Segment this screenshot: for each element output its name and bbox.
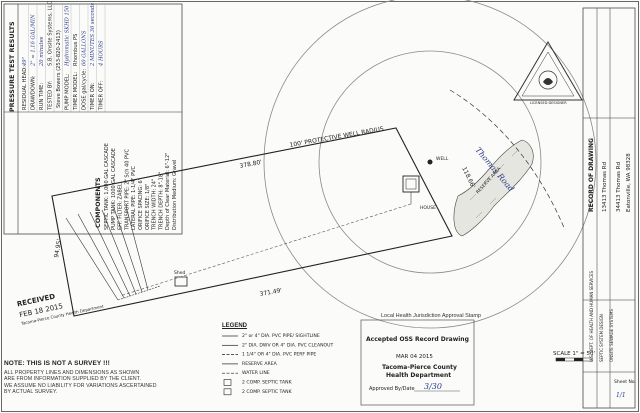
record-address-2: 34413 Thomas Rd [616,162,622,212]
title-line-2: SEPTIC SYSTEM DESIGN [599,314,604,362]
seal-label: LICENSED DESIGNER [530,101,567,105]
record-title: RECORD OF DRAWING [588,138,595,212]
approved-by-value: 3/30 [424,382,442,391]
survey-note-line: ARE FROM INFORMATION SUPPLIED BY THE CLI… [4,376,141,382]
septic-legend-icon [223,379,232,386]
dimension-left: 94.95' [53,238,63,258]
house-label: HOUSE [420,205,436,211]
scale-bar: SCALE 1" = 50' [553,351,595,362]
pressure-test-value: Steve Bowers (253-820-2413) [56,30,62,108]
pressure-test-row: DOSE gal/cycle: 60 GALLONS [82,30,88,110]
approval-stamp: Accepted OSS Record Drawing MAR 04 2015 … [360,319,475,406]
pressure-test-label: TESTED BY: [48,80,54,111]
approved-by-label: Approved By/Date [369,386,415,392]
component-row: SEPTIC TANK: 1,000 GAL CASCADE [104,143,110,230]
record-address-3: Eatonville, WA 98328 [626,153,632,212]
survey-note-line: WE ASSUME NO LIABILITY FOR VARIATIONS AS… [4,382,157,389]
property-boundary [51,127,453,317]
components-title: COMPONENTS [94,177,102,228]
pressure-test-label: DOSE gal/cycle: [82,69,88,110]
pressure-test-label: TIMER OFF: [99,81,105,111]
shed-label: Shed [174,270,185,276]
component-row: ORIFICE SIZE: 1/8" [145,184,151,230]
survey-note-title: NOTE: THIS IS NOT A SURVEY !!! [4,360,110,367]
well-radius-label: 100' PROTECTIVE WELL RADIUS [289,125,384,148]
legend-label: 1 1/4" OR 4" DIA. PVC PERF PIPE [242,352,316,358]
legend-title: LEGEND [222,323,248,329]
component-row: EFF. FILTER: ZABEL [118,183,124,230]
pressure-test-value: 2 MINUTES 36 seconds [90,3,96,67]
component-row: Depth of Clear Material: 6"-12" [165,153,171,230]
dimension-bottom: 371.49' [259,287,283,298]
legend-label: WATER LINE [242,370,270,376]
dimension-top: 378.80' [239,159,263,170]
pressure-test-value: 20 minutes [39,36,45,67]
approval-caption: Local Health Jurisdiction Approval Stamp [381,313,481,319]
well [427,159,433,165]
approval-title: Accepted OSS Record Drawing [366,336,469,343]
pumptank-legend-icon [223,388,232,396]
house [402,175,420,204]
well-radius [263,0,597,329]
pressure-test-row: TESTED BY: S.B. Onsite Systems, LLC [48,1,54,111]
legend-label: 2 COMP. SEPTIC TANK [242,380,293,386]
pressure-test-row: DRAWDOWN: 2" = 1.16 GAL/MIN [31,14,37,110]
legend-label: RESERVE AREA [242,361,278,367]
pressure-test-label: DRAWDOWN: [31,75,37,110]
approval-date: MAR 04 2015 [396,354,433,360]
reserve-area [453,139,534,237]
pressure-test-row: Steve Bowers (253-820-2413) [56,30,62,108]
survey-note-line: BY ACTUAL SURVEY. [4,389,58,395]
pressure-test-label: TIMER ON: [90,82,96,111]
drainfield-laterals [65,203,412,301]
well-label: WELL [436,156,449,162]
dimension-right: 118.66' [460,166,476,190]
component-row: TRANSPORT PIPE: 2" Sch 40 PVC [124,149,130,231]
component-row: TRENCH DEPTH: 8"-18" [158,172,164,231]
pressure-test-label: PUMP MODEL: [65,73,71,110]
pressure-test-label: RESIDUAL HEAD: [22,66,28,110]
pressure-test-value: 60 GALLONS [82,30,88,66]
legend-label: 2 COMP. SEPTIC TANK [242,389,293,395]
title-block: RECORD OF DRAWING 13413 Thomas Rd 34413 … [582,7,636,409]
component-row: LATERAL PIPE: 1-1/4" PVC [131,165,137,230]
component-row: Distribution Medium: Gravel [172,160,178,230]
received-stamp: RECEIVED FEB 18 2015 Tacoma-Pierce Count… [16,293,104,327]
sheet-value: 1/1 [616,392,626,399]
legend: 2" or 4" DIA. PVC PIPE/ SIGHTLINE 2" DIA.… [222,333,333,396]
pressure-test-row: TIMER OFF: 4 HOURS [99,40,105,111]
pressure-test-row: RESIDUAL HEAD:49" [22,57,28,110]
pressure-test-value: Rhombus PS [73,34,79,66]
pressure-test-row: PUMP MODEL: Hydromatic SKHD 150 [65,5,71,110]
legend-label: 2" DIA. DWV OR 4" DIA. PVC CLEANOUT [242,342,333,348]
pressure-test-value: 49" [22,57,28,67]
pressure-test-row: RUN TIME: 20 minutes [39,36,45,110]
pressure-test-row: TIMER ON: 2 MINUTES 36 seconds [90,3,96,111]
designer-seal: LICENSED DESIGNER [513,41,583,105]
survey-note-line: ALL PROPERTY LINES AND DIMENSIONS AS SHO… [4,369,140,376]
survey-note: NOTE: THIS IS NOT A SURVEY !!! ALL PROPE… [4,360,204,396]
title-line-3: ONSITE SEWAGE SYSTEMS [609,309,614,362]
pressure-test-row: TIMER MODEL: Rhombus PS [73,34,79,111]
pressure-test-value: Hydromatic SKHD 150 [65,5,71,67]
pressure-test-label: TIMER MODEL: [73,72,79,111]
scale-label: SCALE 1" = 50' [553,351,595,357]
component-row: ORIFICE SPACING: 6' [138,179,144,230]
pressure-test-value: S.B. Onsite Systems, LLC [48,1,54,66]
title-line-1: U.S. DEPT. OF HEALTH AND HUMAN SERVICES [589,270,594,362]
pressure-test-label: RUN TIME: [39,83,45,110]
legend-label: 2" or 4" DIA. PVC PIPE/ SIGHTLINE [242,333,320,339]
thomas-road [449,89,566,231]
record-address-1: 13413 Thomas Rd [602,162,608,212]
component-row: PUMP TANK: 1000 GAL CASCADE [111,148,117,230]
pressure-test-value: 4 HOURS [99,40,105,67]
sheet-label: Sheet No. [614,379,636,385]
approval-org: Tacoma-Pierce County Health Department [382,364,459,379]
pressure-test-value: 2" = 1.16 GAL/MIN [31,14,37,67]
component-row: TRENCH WIDTH: 24" [152,179,158,231]
pressure-test-title: PRESSURE TEST RESULTS [8,21,16,112]
pressure-test-table [3,3,183,235]
